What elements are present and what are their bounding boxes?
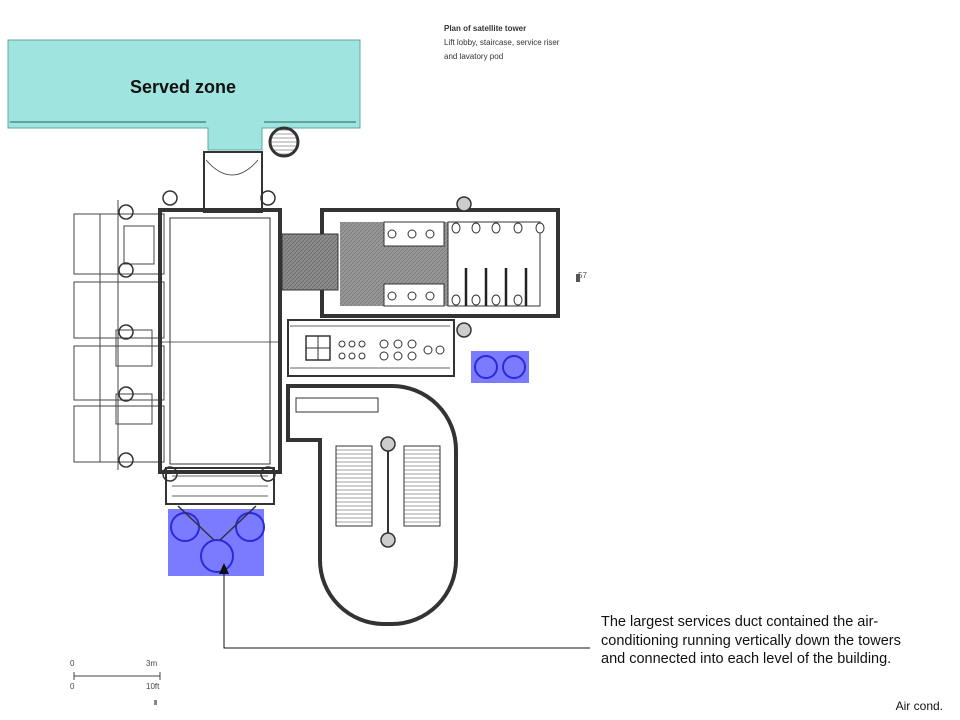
plan-caption: Plan of satellite tower Lift lobby, stai… [444,22,559,64]
plan-subtitle-line2: and lavatory pod [444,52,504,61]
served-zone-label: Served zone [130,77,237,97]
scale-meter-zero: 0 [70,659,75,668]
scale-feet-zero: 0 [70,682,75,691]
duct-description: The largest services duct contained the … [601,614,901,667]
served-zone [7,39,361,151]
staircase [286,384,458,626]
service-riser [287,319,455,377]
plan-subtitle-line1: Lift lobby, staircase, service riser [444,38,560,47]
callout-arrow [219,563,590,649]
lavatory-pod [281,196,580,338]
duct-riser-small [471,351,529,383]
air-cond-label: Air cond. [895,699,943,713]
lift-lobby [118,126,300,505]
scale-feet-max: 10ft [146,682,160,691]
duct-riser-large [168,505,265,576]
scale-meter-max: 3m [146,659,158,668]
page-mark: 57 [578,271,587,280]
plan-title: Plan of satellite tower [444,24,527,33]
scale-bar [73,672,161,705]
left-wing [73,200,165,470]
